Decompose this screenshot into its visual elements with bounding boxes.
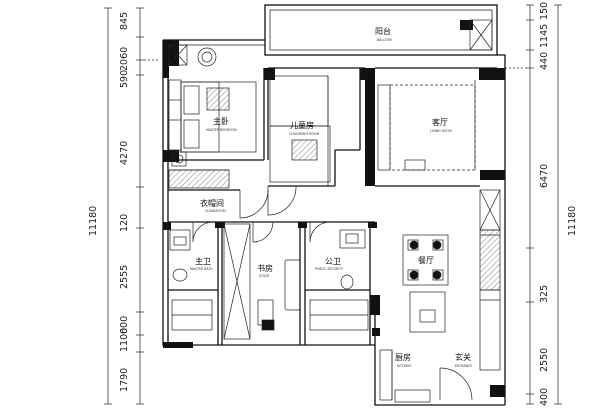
room-cloakroom-sublabel: CLOAKROOM bbox=[205, 209, 226, 213]
furniture bbox=[168, 19, 501, 403]
dim-325: 325 bbox=[539, 285, 550, 303]
room-cloakroom-label: 衣帽间 bbox=[200, 198, 224, 208]
dim-845: 845 bbox=[119, 12, 130, 30]
room-balcony-sublabel: BALCONY bbox=[377, 38, 392, 42]
dim-600: 600 bbox=[119, 316, 130, 334]
room-study-sublabel: STUDY bbox=[259, 274, 270, 278]
room-study-label: 书房 bbox=[257, 263, 273, 273]
room-living-label: 客厅 bbox=[432, 117, 448, 127]
room-master-bath-sublabel: MASTER BATH bbox=[190, 267, 213, 271]
room-entrance-sublabel: ENTRANCE bbox=[455, 364, 472, 368]
dim-11180-right: 11180 bbox=[567, 206, 578, 236]
room-public-bath-sublabel: PUBLIC SECURITY bbox=[315, 267, 343, 271]
dim-4270: 4270 bbox=[119, 141, 130, 165]
dim-400: 400 bbox=[539, 388, 550, 406]
room-master-bedroom-sublabel: MASTER BEDROOM bbox=[206, 128, 237, 132]
dim-2555: 2555 bbox=[119, 265, 130, 289]
left-dimension-chain bbox=[104, 7, 160, 405]
dim-590: 590 bbox=[119, 70, 130, 88]
dim-2060: 2060 bbox=[119, 47, 130, 71]
dim-2550: 2550 bbox=[539, 348, 550, 372]
dim-11180-left: 11180 bbox=[88, 206, 99, 236]
dim-1790: 1790 bbox=[119, 368, 130, 392]
dim-150: 150 bbox=[539, 2, 550, 20]
solid-walls bbox=[163, 20, 505, 397]
room-public-bath-label: 公卫 bbox=[325, 257, 341, 266]
room-entrance-label: 玄关 bbox=[455, 352, 471, 362]
room-dining-label: 餐厅 bbox=[418, 256, 434, 265]
dim-440: 440 bbox=[539, 52, 550, 70]
room-balcony-label: 阳台 bbox=[375, 26, 391, 36]
room-kitchen-label: 厨房 bbox=[395, 352, 411, 362]
room-master-bedroom-label: 主卧 bbox=[213, 116, 229, 126]
room-labels: 阳台 BALCONY 主卧 MASTER BEDROOM 儿童房 CHILDRE… bbox=[190, 26, 472, 368]
dim-6470: 6470 bbox=[539, 164, 550, 188]
room-children-sublabel: CHILDREN'S ROOM bbox=[289, 132, 320, 136]
room-children-label: 儿童房 bbox=[290, 120, 314, 130]
right-dimension-chain bbox=[505, 4, 562, 405]
room-living-sublabel: LIVING ROOM bbox=[430, 129, 452, 133]
door-swings bbox=[192, 185, 473, 401]
room-kitchen-sublabel: KITCHEN bbox=[397, 364, 411, 368]
dim-120: 120 bbox=[119, 214, 130, 232]
dim-1100: 1100 bbox=[119, 328, 130, 352]
room-master-bath-label: 主卫 bbox=[195, 256, 211, 266]
walls bbox=[162, 4, 506, 406]
dim-1145: 1145 bbox=[539, 24, 550, 48]
